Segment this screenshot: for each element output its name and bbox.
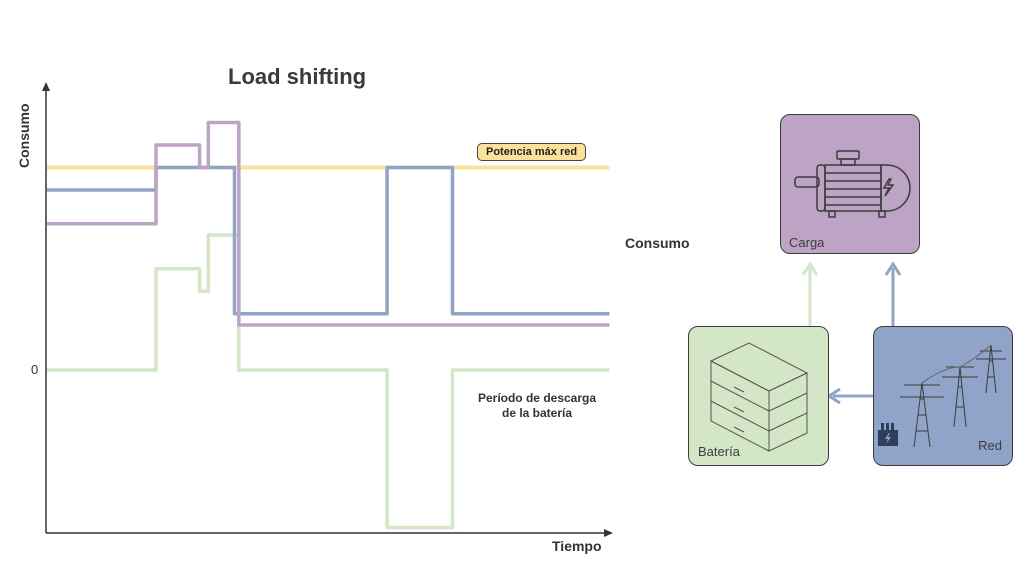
- chart-title: Load shifting: [228, 64, 367, 89]
- node-carga: Carga: [780, 114, 920, 254]
- arrowhead-red-to-carga: [884, 261, 902, 276]
- x-axis-label: Tiempo: [552, 538, 602, 554]
- y-axis-label: Consumo: [16, 103, 32, 168]
- electric-motor-icon: [794, 150, 911, 218]
- series-line-carga: [47, 120, 610, 327]
- arrowhead-bateria-to-carga: [801, 261, 819, 276]
- battery-stack-icon: [709, 342, 809, 452]
- diagram-consumo-label: Consumo: [625, 235, 690, 251]
- arrowhead-red-to-bateria: [826, 387, 841, 405]
- discharge-line-1: Período de descarga: [477, 391, 597, 405]
- series-line-red: [47, 165, 610, 316]
- y-tick-zero: 0: [31, 362, 39, 377]
- node-bateria-label: Batería: [698, 444, 740, 459]
- diagram-arrows: [801, 261, 902, 405]
- series-line-batera: [47, 233, 610, 530]
- node-red: Red: [873, 326, 1013, 466]
- node-bateria: Batería: [688, 326, 829, 466]
- node-carga-label: Carga: [789, 235, 825, 250]
- discharge-annotation: Período de descarga de la batería: [462, 391, 612, 421]
- discharge-line-2: de la batería: [501, 406, 573, 420]
- power-tower-icon: [878, 344, 1006, 448]
- node-red-label: Red: [978, 438, 1002, 453]
- max-grid-power-badge: Potencia máx red: [477, 143, 587, 161]
- y-axis-arrow: [42, 82, 50, 91]
- x-axis-arrow: [604, 529, 613, 537]
